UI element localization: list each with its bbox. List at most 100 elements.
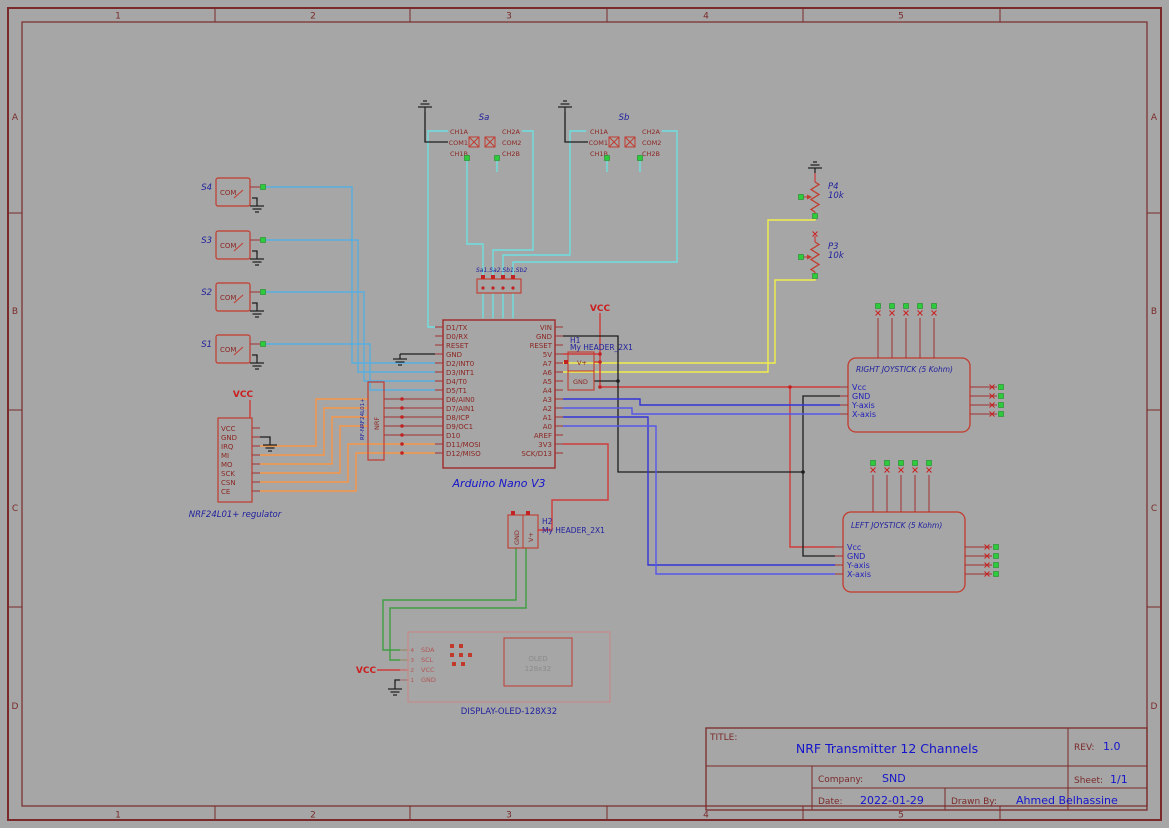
component-body[interactable] [842, 511, 966, 593]
component-name: My HEADER_2X1 [542, 526, 605, 535]
sheet-label: Sheet: [1074, 776, 1103, 786]
component-body[interactable] [215, 334, 251, 364]
pin-label: SCL [421, 656, 434, 664]
pin-label: GND [221, 434, 237, 442]
component-body[interactable] [215, 282, 251, 312]
component-value: 10k [828, 251, 845, 261]
frame-col-label: 2 [310, 811, 316, 821]
wire [563, 407, 840, 415]
junction-dot [400, 424, 404, 428]
pin-stubs-right [555, 326, 563, 454]
wire [382, 548, 517, 651]
wire [482, 160, 641, 318]
pin-stubs [252, 427, 260, 492]
arduino-nano[interactable]: D1/TX D0/RX RESET GND D2/INT0 D3/INT1 D4… [392, 319, 563, 490]
component-body[interactable] [215, 177, 251, 207]
wire [563, 398, 840, 406]
pin-label: COM1 [589, 139, 608, 147]
junction-dot [598, 352, 602, 356]
pin-label: A6 [543, 369, 553, 377]
component-ref: S4 [201, 183, 212, 193]
component-body[interactable] [847, 357, 971, 433]
selection-header[interactable]: Sa1.Sa2.Sb1.Sb2 [476, 267, 527, 294]
pin-red [511, 275, 515, 279]
nrf-radio-part[interactable]: NRF RF-NRF24L01+ [360, 381, 435, 461]
pin-green [884, 460, 890, 466]
title-block-border [705, 727, 1148, 811]
pin-label: A7 [543, 360, 552, 368]
pin-label: Y-axis [846, 561, 870, 570]
toggle-switch-s3[interactable]: S3 COM [201, 230, 266, 266]
pin-number: 4 [411, 648, 415, 654]
pin-red [491, 275, 495, 279]
frame-row-label: D [1151, 702, 1158, 712]
pin-label: IRQ [221, 443, 234, 451]
dpdt-switch-sb[interactable]: Sb CH1A COM1 CH1B CH2A COM2 CH2B [557, 100, 661, 161]
pin-green [998, 402, 1004, 408]
pin-red [481, 275, 485, 279]
wire [466, 160, 484, 279]
wire [260, 398, 368, 447]
component-body[interactable] [442, 319, 556, 469]
pin-label: Vcc [852, 383, 866, 392]
junction-dot [400, 451, 404, 455]
pin-label: V+ [577, 359, 587, 367]
component-body[interactable] [217, 417, 253, 503]
component-body[interactable] [367, 381, 385, 461]
component-body[interactable] [476, 278, 522, 294]
oled-display[interactable]: 4 3 2 1 SDA SCL VCC GND OLED 128x32 DISP… [356, 631, 611, 717]
junction-dot [481, 286, 485, 290]
component-title: Arduino Nano V3 [452, 477, 546, 490]
pin-label: D0/RX [446, 333, 468, 341]
pin-label: GND [513, 530, 521, 545]
wire [538, 443, 609, 531]
header-h1[interactable]: H1 My HEADER_2X1 V+ GND [564, 336, 633, 391]
title-label: TITLE: [709, 733, 737, 743]
toggle-switch-s1[interactable]: S1 COM [201, 334, 266, 370]
component-body[interactable] [215, 230, 251, 260]
component-ref: P3 [828, 242, 839, 252]
wire [260, 436, 271, 440]
pin-label: A1 [543, 414, 552, 422]
wire [265, 291, 435, 382]
wire [252, 197, 258, 358]
pin-label: RESET [530, 342, 553, 350]
component-body[interactable] [407, 631, 611, 703]
joystick-right[interactable]: RIGHT JOYSTICK (5 Kohm) Vcc GND Y-axis X… [840, 303, 1004, 433]
title-block: TITLE: NRF Transmitter 12 Channels REV: … [705, 727, 1148, 811]
frame-col-label: 4 [703, 811, 709, 821]
potentiometer-p4[interactable]: P4 10k [798, 161, 845, 219]
chip-subtitle: 128x32 [525, 665, 551, 673]
frame-col-label: 1 [115, 811, 121, 821]
wire [802, 472, 835, 557]
pin-label: 5V [543, 351, 552, 359]
wire [260, 416, 368, 465]
joystick-left[interactable]: LEFT JOYSTICK (5 Kohm) Vcc GND Y-axis X-… [835, 460, 999, 593]
pin-label: D10 [446, 432, 460, 440]
header-h2[interactable]: GND V+ H2 My HEADER_2X1 [507, 511, 605, 549]
pin-label: COM2 [502, 139, 521, 147]
frame-col-label: 5 [898, 12, 904, 22]
vcc-label: VCC [233, 390, 254, 400]
pin-label: A3 [543, 396, 552, 404]
wire [260, 407, 368, 456]
pin-label: SCK/D13 [521, 450, 552, 458]
component-title: RIGHT JOYSTICK (5 Kohm) [856, 365, 953, 374]
potentiometer-p3[interactable]: P3 10k [798, 231, 845, 279]
pin-green [798, 254, 804, 260]
pin-green [260, 184, 266, 190]
pin-label: X-axis [847, 570, 871, 579]
nrf-regulator[interactable]: VCC GND IRQ MI MO SCK CSN CE NRF24L01+ r… [189, 390, 282, 520]
wiper-arrow-icon [807, 194, 812, 200]
switch-lever-icon [233, 294, 244, 304]
pin-label: CE [221, 488, 230, 496]
pin-label: X-axis [852, 410, 876, 419]
dpdt-switch-sa[interactable]: Sa CH1A COM1 CH1B CH2A COM2 CH2B [417, 100, 521, 161]
toggle-switch-s2[interactable]: S2 COM [201, 282, 266, 318]
pin-label: CH2A [642, 128, 661, 136]
toggle-switch-s4[interactable]: S4 COM [201, 177, 266, 213]
component-ref: H1 [570, 336, 581, 345]
pin-label: D6/AIN0 [446, 396, 475, 404]
pin-label: D2/INT0 [446, 360, 474, 368]
wire [802, 395, 840, 472]
